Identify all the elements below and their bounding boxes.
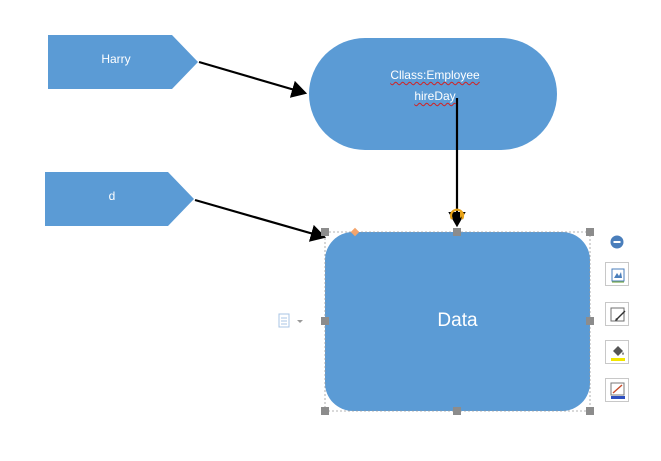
line-color-button[interactable] (605, 378, 629, 402)
fill-color-button[interactable] (605, 340, 629, 364)
line-color-icon (610, 382, 625, 399)
layout-options-icon (611, 268, 625, 283)
data-shape[interactable] (325, 232, 590, 411)
sizing-handles[interactable] (321, 228, 594, 415)
adjust-handle[interactable] (350, 227, 360, 237)
paste-options-icon[interactable] (278, 313, 306, 329)
shape-outline-icon (610, 307, 626, 322)
employee-class-shape[interactable] (309, 38, 557, 150)
shape-styles-button[interactable] (605, 302, 629, 326)
layout-options-button[interactable] (605, 262, 629, 286)
hireday-text: hireDay (414, 89, 456, 103)
fill-color-icon (611, 346, 625, 361)
class-name-text: Cllass:Employee (390, 68, 480, 82)
harry-shape[interactable] (48, 35, 198, 89)
connector-d-to-data[interactable] (194, 198, 327, 242)
employee-class-label: Cllass:Employee hireDay (365, 65, 505, 107)
d-shape[interactable] (45, 172, 194, 226)
harry-label: Harry (101, 52, 131, 66)
rotate-handle[interactable] (449, 208, 465, 220)
data-label: Data (437, 310, 478, 331)
collapse-button[interactable] (610, 235, 624, 249)
d-label: d (108, 189, 116, 203)
connector-harry-to-employee[interactable] (198, 60, 308, 98)
